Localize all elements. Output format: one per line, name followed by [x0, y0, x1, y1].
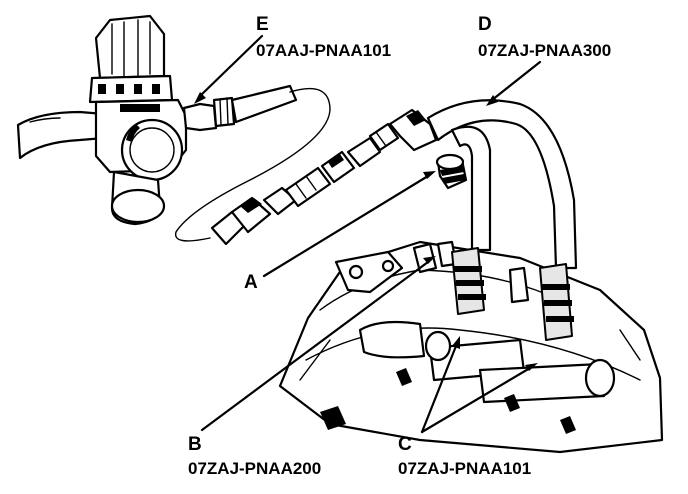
callout-b-letter: B — [188, 434, 202, 455]
adapter-chain-illustration — [210, 108, 438, 246]
pressure-hose-branch — [450, 125, 492, 252]
leader-lines — [194, 34, 542, 434]
callout-d: D 07ZAJ-PNAA300 — [478, 14, 611, 60]
callout-e: E 07AAJ-PNAA101 — [256, 14, 391, 60]
callout-a: A — [244, 272, 258, 293]
callout-b-part-number: 07ZAJ-PNAA200 — [188, 459, 321, 478]
callout-c-letter: C — [398, 434, 412, 455]
callout-d-part-number: 07ZAJ-PNAA300 — [478, 41, 611, 60]
callout-e-part-number: 07AAJ-PNAA101 — [256, 41, 391, 60]
callout-b: B 07ZAJ-PNAA200 — [188, 434, 321, 478]
callout-a-letter: A — [244, 272, 258, 293]
callout-c-part-number: 07ZAJ-PNAA101 — [398, 459, 531, 478]
valve-body-illustration — [278, 240, 664, 454]
callout-c: C 07ZAJ-PNAA101 — [398, 434, 531, 478]
air-regulator-illustration — [16, 14, 298, 226]
callout-e-letter: E — [256, 14, 269, 35]
plug-b-illustration — [435, 153, 468, 190]
callout-d-letter: D — [478, 14, 492, 35]
air-hose — [174, 87, 331, 242]
